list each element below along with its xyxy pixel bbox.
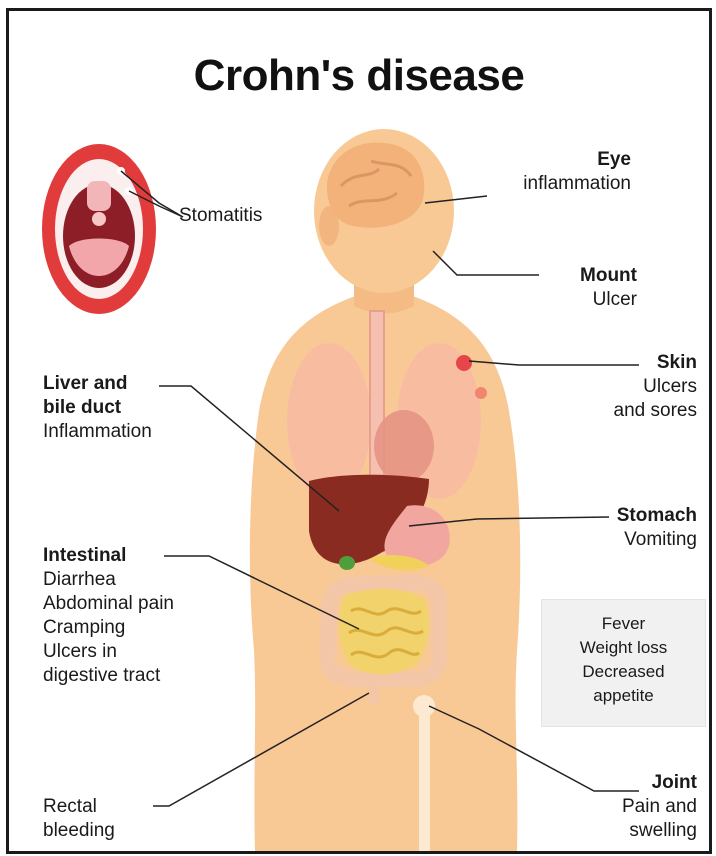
body-silhouette: [250, 293, 520, 851]
gallbladder: [339, 556, 355, 570]
page-title: Crohn's disease: [9, 51, 709, 101]
rectal-label: Rectal bleeding: [43, 795, 115, 843]
liver-heading-1: Liver and: [43, 373, 127, 394]
general-symptoms-list: Fever Weight loss Decreased appetite: [542, 612, 705, 708]
stomach-label: Stomach Vomiting: [617, 504, 697, 552]
stomach-heading: Stomach: [617, 505, 697, 526]
liver-detail: Inflammation: [43, 420, 152, 444]
skin-heading: Skin: [657, 352, 697, 373]
joint-detail-2: swelling: [622, 819, 697, 843]
diagram-frame: Crohn's disease Stomatitis Eye inflammat…: [6, 8, 712, 854]
general-symptom-3: Decreased: [542, 660, 705, 684]
eye-detail: inflammation: [523, 172, 631, 196]
general-symptom-1: Fever: [542, 612, 705, 636]
intestinal-heading: Intestinal: [43, 545, 126, 566]
mouth-illustration: [42, 144, 156, 314]
femur: [419, 711, 430, 851]
intestinal-detail-1: Diarrhea: [43, 568, 174, 592]
intestinal-label: Intestinal Diarrhea Abdominal pain Cramp…: [43, 544, 174, 688]
rectum: [369, 676, 379, 704]
eye-label: Eye inflammation: [523, 148, 631, 196]
skin-label: Skin Ulcers and sores: [614, 351, 697, 423]
skin-detail-1: Ulcers: [614, 375, 697, 399]
mouth-heading: Mount: [580, 265, 637, 286]
stomach-detail: Vomiting: [617, 528, 697, 552]
intestinal-detail-4: Ulcers in: [43, 640, 174, 664]
skin-detail-2: and sores: [614, 399, 697, 423]
skin-lesion-1: [456, 355, 472, 371]
joint-heading: Joint: [652, 772, 697, 793]
general-symptoms-box: Fever Weight loss Decreased appetite: [541, 599, 706, 727]
rectal-line-2: bleeding: [43, 819, 115, 843]
stomatitis-label: Stomatitis: [179, 204, 262, 228]
heart: [374, 410, 434, 482]
intestinal-detail-3: Cramping: [43, 616, 174, 640]
intestinal-detail-2: Abdominal pain: [43, 592, 174, 616]
general-symptom-2: Weight loss: [542, 636, 705, 660]
intestinal-detail-5: digestive tract: [43, 664, 174, 688]
joint-label: Joint Pain and swelling: [622, 771, 697, 843]
skin-lesion-2: [475, 387, 487, 399]
mouth-detail: Ulcer: [580, 288, 637, 312]
joint-detail-1: Pain and: [622, 795, 697, 819]
general-symptom-4: appetite: [542, 684, 705, 708]
eye-heading: Eye: [597, 149, 631, 170]
liver-label: Liver and bile duct Inflammation: [43, 372, 152, 444]
mouth-label: Mount Ulcer: [580, 264, 637, 312]
liver-heading-2: bile duct: [43, 397, 121, 418]
rectal-line-1: Rectal: [43, 795, 115, 819]
